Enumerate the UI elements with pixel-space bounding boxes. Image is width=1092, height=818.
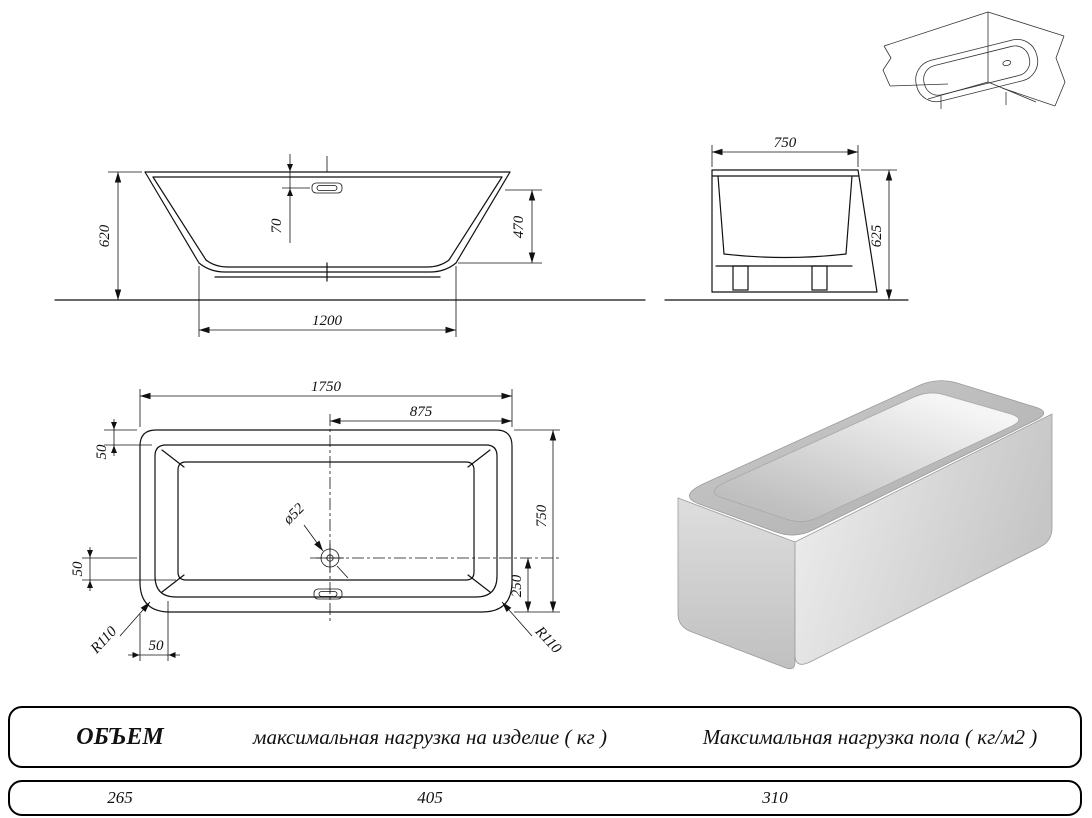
plan-dim-length: 1750: [139, 379, 513, 427]
side-tub-outline: [711, 169, 878, 293]
plan-drain: [316, 544, 344, 572]
side-dim-height: 625: [861, 169, 897, 300]
spec-header-max-product-load: максимальная нагрузка на изделие ( кг ): [253, 724, 607, 749]
spec-header-max-floor-load: Максимальная нагрузка пола ( кг/м2 ): [702, 724, 1038, 749]
front-dim-overflow-label: 70: [269, 218, 285, 234]
plan-dim-width-label: 750: [534, 504, 550, 527]
spec-table-header-row: ОБЪЕМ максимальная нагрузка на изделие (…: [8, 706, 1082, 768]
front-dim-bottom: 1200: [198, 266, 457, 337]
plan-dim-drain-diameter: ø52: [280, 500, 349, 579]
plan-dim-half-length: 875: [330, 404, 512, 425]
corner-installation-sketch: [882, 11, 1066, 109]
plan-dim-radius-left-label: R110: [87, 623, 121, 657]
front-dim-bottom-label: 1200: [312, 313, 343, 329]
spec-value-max-product-load: 405: [417, 788, 443, 807]
spec-value-volume: 265: [107, 788, 133, 807]
technical-drawing: 620 70 470 1200: [54, 11, 1066, 670]
plan-dim-radius-left: R110: [87, 601, 151, 658]
front-dim-height-label: 620: [97, 224, 113, 247]
plan-dim-rim-top-label: 50: [94, 444, 110, 460]
spec-table-value-row: 265 405 310: [8, 780, 1082, 816]
front-dim-height: 620: [97, 171, 142, 300]
plan-dim-rim-top: 50: [94, 419, 152, 460]
front-dim-overflow: 70: [269, 154, 310, 243]
plan-view: 1750 875 50 50: [70, 379, 565, 661]
plan-dim-drain-offset: 250: [509, 558, 560, 613]
side-dim-width-label: 750: [774, 135, 797, 151]
plan-tub-outline: [139, 429, 513, 613]
plan-dim-half-length-label: 875: [410, 404, 433, 420]
side-dim-height-label: 625: [869, 224, 885, 247]
plan-dim-rim-side: 50: [70, 547, 176, 591]
side-dim-width: 750: [711, 135, 859, 167]
plan-dim-length-label: 1750: [311, 379, 342, 395]
plan-dim-drain-offset-label: 250: [509, 574, 525, 597]
front-dim-depth: 470: [458, 189, 542, 264]
plan-dim-radius-right: R110: [501, 601, 565, 657]
front-overflow-fitting: [311, 156, 343, 194]
side-view: 750 625: [664, 135, 909, 301]
render-front-face: [794, 413, 1053, 665]
plan-dim-rim-corner: 50: [128, 601, 180, 661]
render-left-face: [677, 497, 796, 670]
plan-dim-drain-diameter-label: ø52: [280, 500, 308, 528]
plan-dim-rim-side-label: 50: [70, 561, 86, 577]
front-dim-depth-label: 470: [511, 215, 527, 238]
render-inner-basin: [713, 392, 1020, 522]
plan-dim-rim-corner-label: 50: [149, 638, 165, 654]
spec-value-max-floor-load: 310: [762, 788, 788, 807]
plan-dim-radius-right-label: R110: [531, 623, 565, 657]
spec-header-volume: ОБЪЕМ: [76, 723, 164, 750]
front-tub-outline: [144, 171, 511, 282]
tub-3d-render: [677, 380, 1053, 670]
front-view: 620 70 470 1200: [54, 154, 646, 337]
plan-dim-width: 750: [514, 429, 560, 612]
